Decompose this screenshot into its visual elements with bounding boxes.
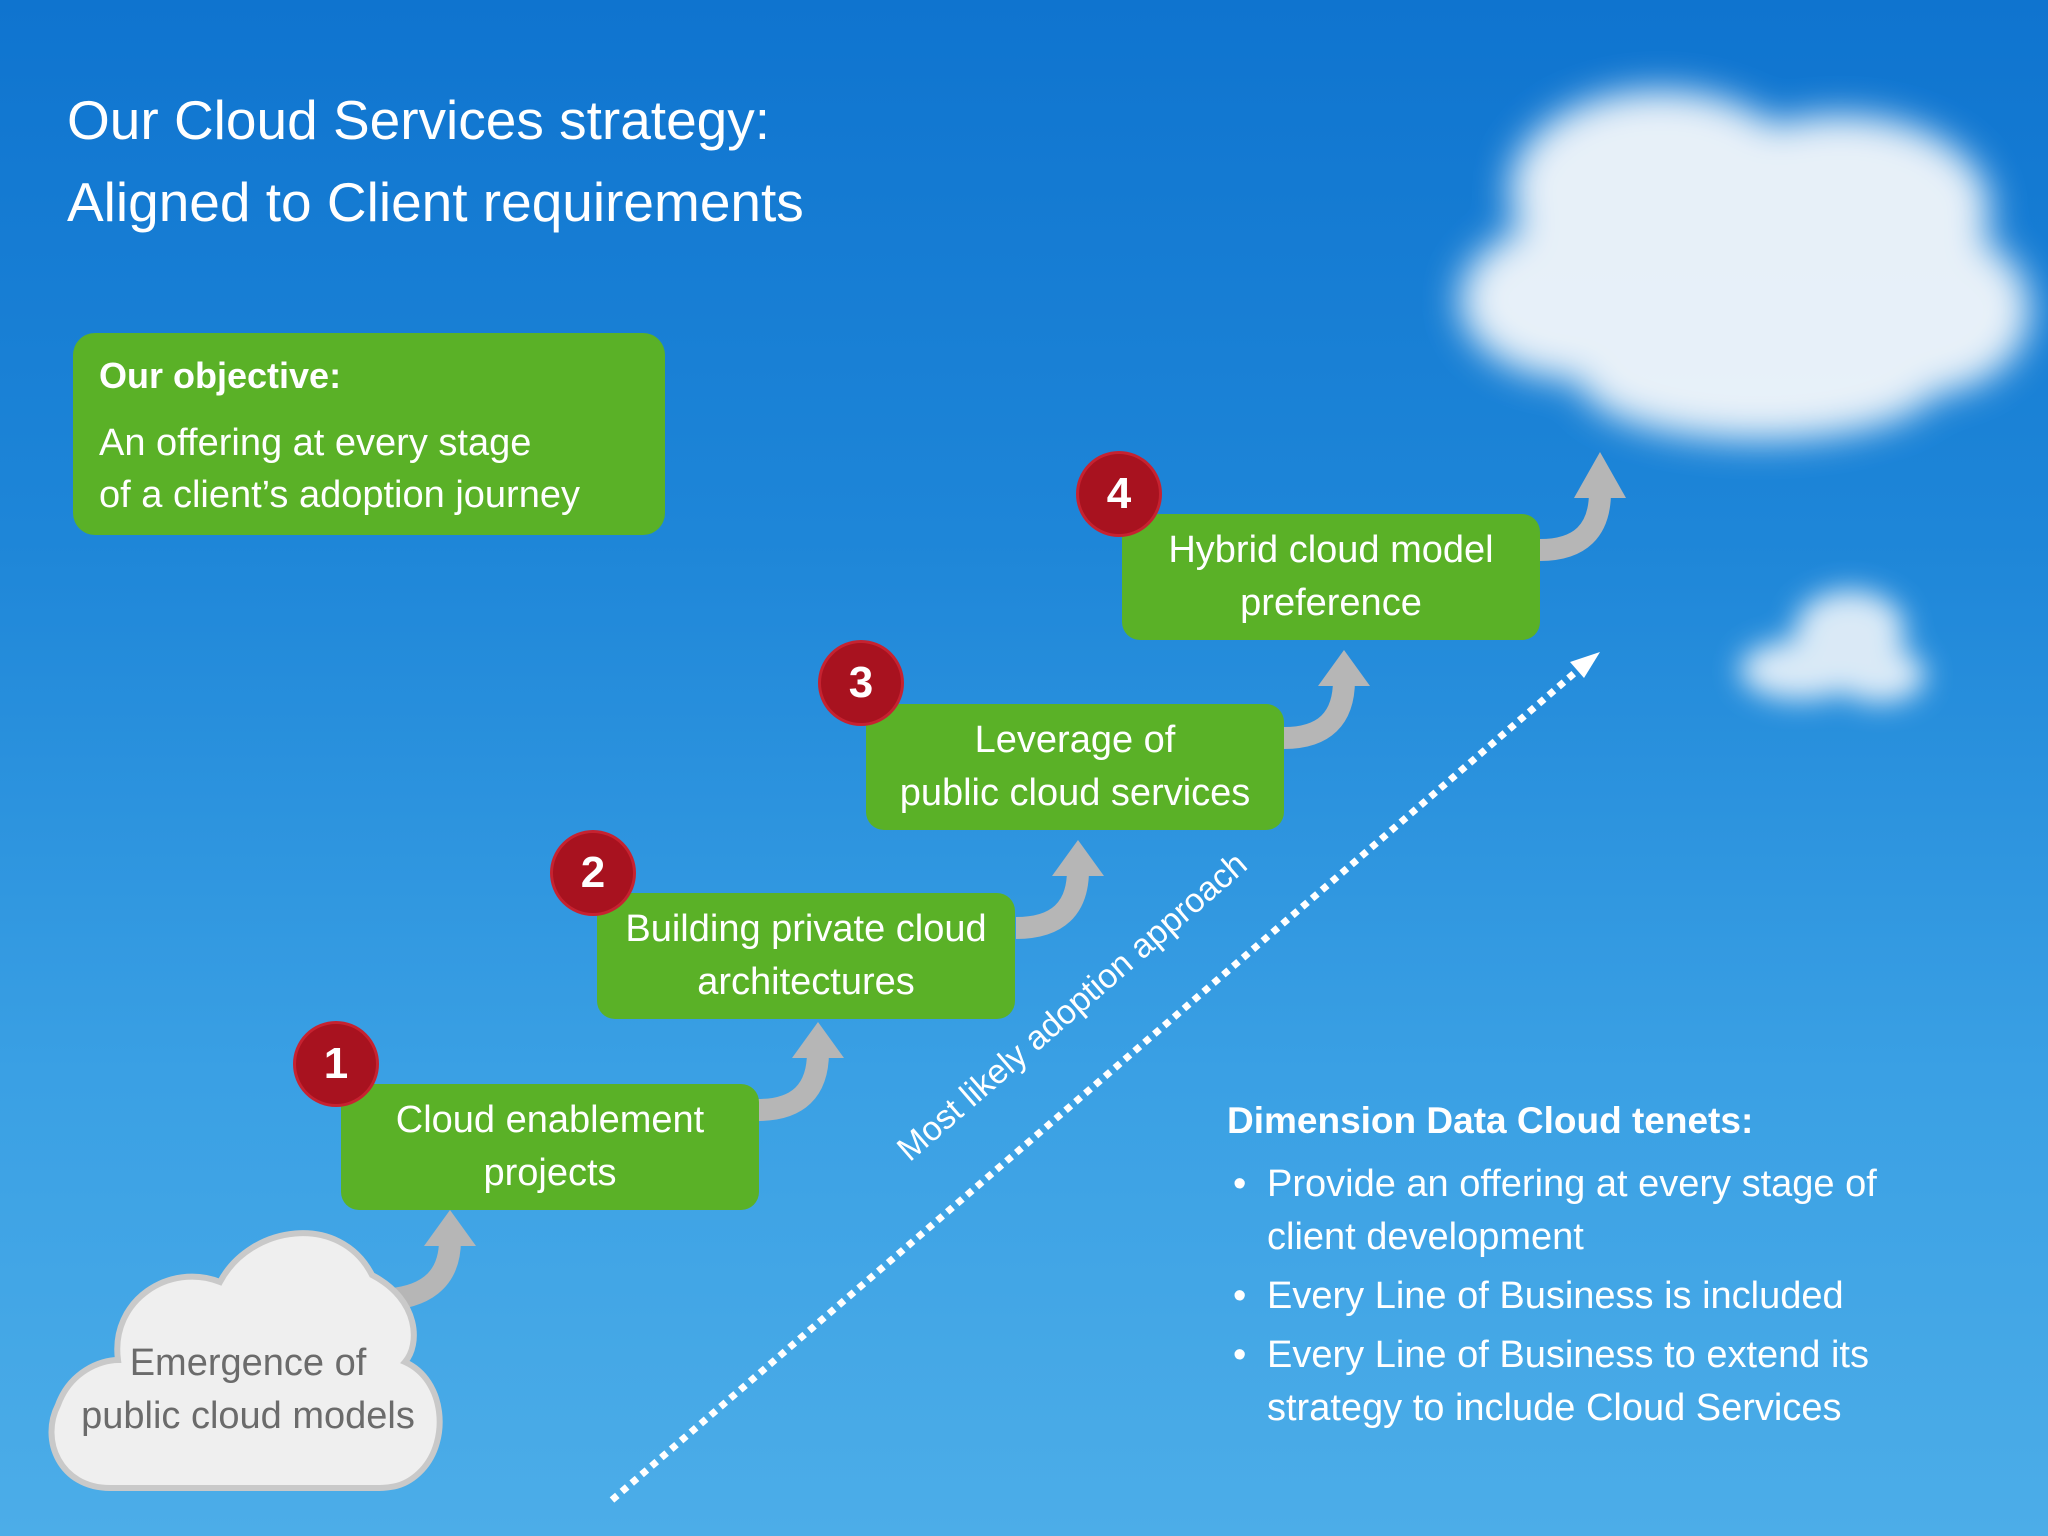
tenet-item-3: • Every Line of Business to extend its s…	[1227, 1329, 1967, 1435]
connector-1-to-2	[757, 1051, 829, 1121]
step-1-box: Cloud enablement projects	[341, 1084, 759, 1210]
step-4-line1: Hybrid cloud model	[1168, 529, 1494, 571]
step-2-line1: Building private cloud	[625, 908, 987, 950]
adoption-arrow	[609, 652, 1600, 1503]
start-cloud-label: Emergence of public cloud models	[58, 1337, 438, 1443]
large-cloud-icon	[1460, 90, 2030, 440]
step-2-box: Building private cloud architectures	[597, 893, 1015, 1019]
tenet-2-line1: Every Line of Business is included	[1267, 1275, 1844, 1317]
start-cloud-line2: public cloud models	[81, 1395, 415, 1437]
start-cloud-line1: Emergence of	[129, 1342, 367, 1384]
tenets-heading: Dimension Data Cloud tenets:	[1227, 1100, 1754, 1141]
tenet-3-line1: Every Line of Business to extend its	[1267, 1334, 1869, 1376]
start-cloud-icon	[48, 1230, 443, 1491]
step-3-line2: public cloud services	[899, 772, 1251, 814]
step-3-line1: Leverage of	[974, 719, 1176, 761]
tenet-item-1: • Provide an offering at every stage of …	[1227, 1158, 1967, 1264]
objective-line1: An offering at every stage	[99, 422, 532, 464]
objective-box: Our objective: An offering at every stag…	[73, 333, 665, 535]
step-1-badge: 1	[293, 1021, 379, 1107]
tenet-1-line1: Provide an offering at every stage of	[1267, 1163, 1877, 1205]
tenet-item-2: • Every Line of Business is included	[1227, 1270, 1967, 1323]
step-3-badge: 3	[818, 640, 904, 726]
connector-4-to-cloud	[1539, 491, 1611, 561]
step-4-box: Hybrid cloud model preference	[1122, 514, 1540, 640]
tenets-panel: Dimension Data Cloud tenets: • Provide a…	[1227, 1100, 1967, 1441]
small-cloud-icon	[1740, 590, 1925, 703]
connector-3-to-4	[1283, 679, 1355, 749]
bullet-icon: •	[1233, 1334, 1247, 1376]
tenet-3-line2: strategy to include Cloud Services	[1267, 1387, 1842, 1429]
step-1-line1: Cloud enablement	[395, 1099, 705, 1141]
objective-line2: of a client’s adoption journey	[99, 474, 580, 516]
page-title-line2: Aligned to Client requirements	[67, 171, 804, 233]
page-title-line1: Our Cloud Services strategy:	[67, 89, 771, 151]
objective-heading: Our objective:	[99, 355, 342, 396]
tenet-1-line2: client development	[1267, 1216, 1584, 1258]
bullet-icon: •	[1233, 1275, 1247, 1317]
bullet-icon: •	[1233, 1163, 1247, 1205]
step-4-line2: preference	[1240, 582, 1422, 624]
connector-2-to-3	[1015, 869, 1089, 939]
connector-arrowheads	[424, 452, 1626, 1246]
step-2-badge: 2	[550, 830, 636, 916]
step-1-line2: projects	[483, 1152, 617, 1194]
step-4-badge: 4	[1076, 451, 1162, 537]
step-2-line2: architectures	[697, 961, 915, 1003]
tenets-list: • Provide an offering at every stage of …	[1227, 1158, 1967, 1435]
step-3-box: Leverage of public cloud services	[866, 704, 1284, 830]
